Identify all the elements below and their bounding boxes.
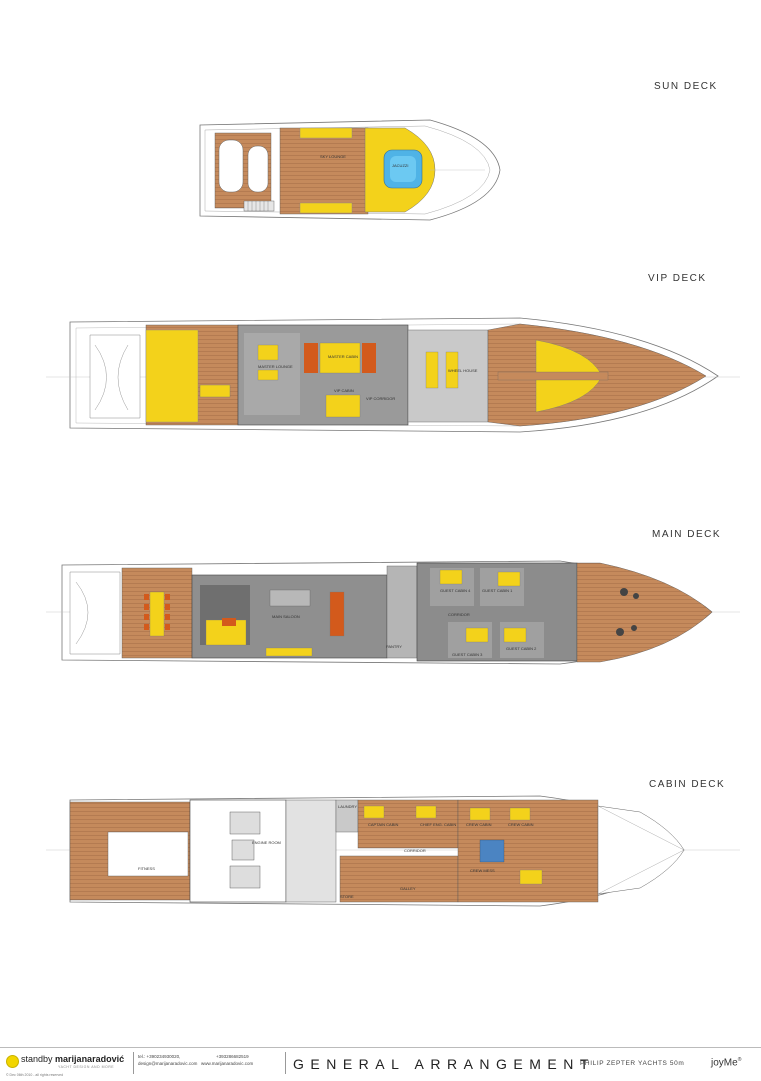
master-cabin-label: MASTER CABIN (328, 354, 358, 359)
guest-cabin-4-label: GUEST CABIN 4 (440, 588, 471, 593)
main-fwd-teak (576, 562, 713, 663)
chief-eng-cabin-label: CHIEF ENG. CABIN (420, 822, 456, 827)
guest-cabin-2-label: GUEST CABIN 2 (506, 646, 537, 651)
contact-web: www.marijanaradovic.com (201, 1061, 254, 1066)
vip-cabin-label: VIP CABIN (334, 388, 354, 393)
contact-phone: +393286682519 (216, 1054, 249, 1059)
vip-corridor-label: VIP CORRIDOR (366, 396, 395, 401)
main-corridor-label: CORRIDOR (448, 612, 470, 617)
laundry-label: LAUNDRY (338, 804, 357, 809)
copyright-note: © Dec 06th 2010 - all rights reserved (6, 1073, 64, 1077)
cabin-corridor-label: CORRIDOR (404, 848, 426, 853)
model-text: joyMe (711, 1057, 738, 1069)
drawing-title: GENERAL ARRANGEMENT (293, 1056, 595, 1072)
engine-room-label: ENGINE ROOM (252, 840, 281, 845)
contact-email: design@marijanaradovic.com (138, 1061, 198, 1066)
cabin-deck-plan: FITNESS ENGINE ROOM LAUNDRY CAPTAIN CABI… (46, 795, 740, 907)
vip-deck-aft-steps (89, 334, 141, 419)
sky-lounge-label: SKY LOUNGE (320, 154, 346, 159)
model-mark: ® (737, 1057, 742, 1063)
crew-mess-label: CREW MESS (470, 868, 495, 873)
main-saloon-label: MAIN SALOON (272, 614, 300, 619)
fitness-label: FITNESS (138, 866, 155, 871)
vip-aft-sunpads (145, 329, 199, 423)
sun-deck-sofa-aft (299, 127, 353, 139)
sun-deck-tender-left (218, 139, 244, 193)
standby-logo-icon (6, 1055, 19, 1068)
cabin-fwd-chain-locker (597, 805, 685, 895)
main-aft-dining-table (149, 591, 165, 637)
main-deck-plan: MAIN SALOON PANTRY GUEST CABIN 4 GUEST C… (46, 560, 740, 665)
fitness-room (107, 831, 189, 877)
captain-cabin-label: CAPTAIN CABIN (368, 822, 398, 827)
galley-label: GALLEY (400, 886, 416, 891)
guest-cabin-3-label: GUEST CABIN 3 (452, 652, 483, 657)
cabin-deck-label: CABIN DECK (649, 779, 726, 790)
sun-deck-plan: SKY LOUNGE JACUZZI (199, 119, 501, 221)
galley (339, 855, 459, 903)
title-block: standby marijanaradović YACHT DESIGN AND… (0, 1047, 761, 1081)
guest-cabin-1-label: GUEST CABIN 1 (482, 588, 513, 593)
jacuzzi-label: JACUZZI (392, 163, 408, 168)
brand-name: standby marijanaradović (21, 1054, 124, 1064)
master-lounge-label: MASTER LOUNGE (258, 364, 293, 369)
crew-cabin-2-label: CREW CABIN (508, 822, 534, 827)
store-label: STORE (340, 894, 354, 899)
wheel-house-label: WHEEL HOUSE (448, 368, 478, 373)
brand-subtitle: YACHT DESIGN AND MORE (58, 1065, 115, 1069)
cabin-tech-area (285, 799, 337, 903)
divider (285, 1052, 286, 1074)
crew-cabin-1-label: CREW CABIN (466, 822, 492, 827)
vip-deck-label: VIP DECK (648, 273, 707, 284)
model-name: joyMe® (711, 1057, 741, 1068)
sun-deck-mid-teak (279, 127, 369, 215)
sun-deck-stair (243, 200, 275, 212)
brand-bold: marijanaradović (55, 1054, 125, 1064)
master-cabin-bed (319, 342, 361, 374)
brand-light: standby (21, 1054, 53, 1064)
main-service-area (386, 565, 418, 659)
main-deck-label: MAIN DECK (652, 529, 722, 540)
sun-deck-tender-right (247, 145, 269, 193)
general-arrangement-drawing: SKY LOUNGE JACUZZI MASTER LOUNGE MASTER … (46, 119, 740, 907)
main-dining-table (329, 591, 345, 637)
pantry-label: PANTRY (386, 644, 402, 649)
yard-name: PHILIP ZEPTER YACHTS 50m (580, 1060, 685, 1067)
vip-deck-plan: MASTER LOUNGE MASTER CABIN VIP CABIN VIP… (46, 317, 740, 433)
sun-deck-rail (204, 125, 491, 215)
sun-deck-sofa-fwd (299, 202, 353, 214)
divider (133, 1052, 134, 1074)
sun-deck-label: SUN DECK (654, 81, 718, 92)
vip-cabin-bed (325, 394, 361, 418)
contact-tel: tel.: +390234930020, (138, 1054, 181, 1059)
